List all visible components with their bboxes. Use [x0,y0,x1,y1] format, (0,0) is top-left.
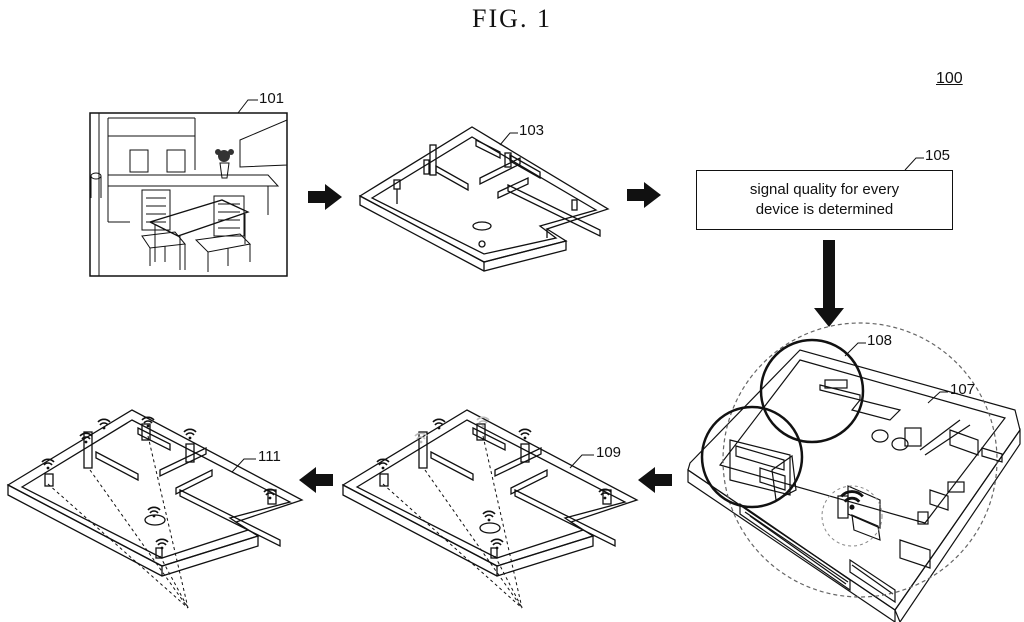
arrow-left-icon [638,467,672,493]
floor-plan-109 [343,410,637,576]
box-text-line1: signal quality for every [750,180,899,200]
figure-title: FIG. 1 [0,4,1024,34]
signal-paths-111 [48,436,188,608]
ref-107: 107 [950,381,975,398]
floor-plan-111 [8,410,302,576]
signal-quality-box: signal quality for every device is deter… [696,170,953,230]
ref-105: 105 [925,147,950,164]
arrow-down-icon [814,240,844,327]
ref-101: 101 [259,90,284,107]
house-3d-detailed [688,323,1020,622]
arrow-left-icon [299,467,333,493]
wifi-signal-icon [841,492,863,510]
signal-paths-109 [383,436,522,608]
floor-plan-3d [360,127,608,271]
ref-109: 109 [596,444,621,461]
ref-111: 111 [258,448,281,465]
ref-108: 108 [867,332,892,349]
leader-103 [500,133,518,145]
region-circle [702,407,802,507]
ref-103: 103 [519,122,544,139]
arrow-right-icon [627,182,661,208]
box-text-line2: device is determined [750,200,899,220]
arrow-right-icon [308,184,342,210]
leader-101 [238,100,258,113]
figure-ref-100: 100 [936,70,963,88]
room-photo [90,113,287,276]
leader-105 [905,158,924,170]
